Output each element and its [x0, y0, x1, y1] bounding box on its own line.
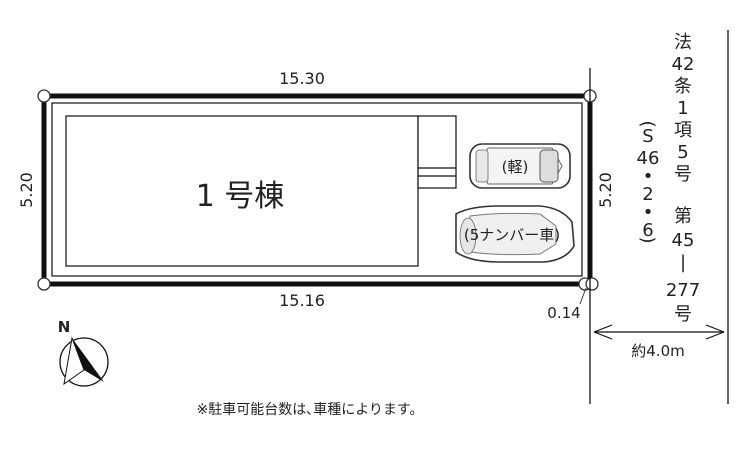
arrow-head-right: [705, 324, 725, 340]
dimension-bottom: 15.16: [279, 291, 325, 310]
road-date-char: (: [637, 120, 658, 127]
road-label-char: 項: [674, 120, 692, 141]
lot-inner-line: [51, 102, 583, 277]
road-label-char: 42: [672, 54, 695, 75]
corner-marker: [37, 89, 51, 103]
road-label-char: 277: [666, 280, 700, 301]
compass-needle-light: [63, 336, 85, 386]
road-classification-date: ( S 46 • 2 • 6 ): [637, 120, 660, 243]
car-large-label: (5ナンバー車): [464, 226, 560, 244]
north-label: N: [58, 318, 71, 336]
road-classification: 法 42 条 1 項 5 号 第 45 | 277 号: [666, 32, 700, 325]
car-small: [469, 143, 571, 189]
road-label-char: 1: [677, 98, 688, 119]
dimension-top: 15.30: [279, 69, 325, 88]
dimension-right: 5.20: [596, 172, 615, 208]
corner-marker: [585, 277, 599, 291]
road-date-char: •: [643, 202, 654, 223]
road-label-char: 法: [674, 32, 692, 53]
offset-leader: [579, 287, 587, 305]
car-large: [455, 205, 575, 263]
road-date-char: S: [642, 126, 653, 147]
road-label-char: 45: [672, 230, 695, 251]
footnote: ※駐車可能台数は､車種によります。: [196, 401, 423, 418]
road-label-char: 5: [677, 142, 688, 163]
road-date-char: ): [637, 236, 658, 243]
road-date-char: 6: [642, 220, 653, 241]
road-label-char: 号: [674, 164, 692, 185]
dimension-left: 5.20: [17, 172, 36, 208]
road-date-char: •: [643, 166, 654, 187]
building-label: 1 号棟: [196, 179, 285, 214]
arrow-head-left: [593, 324, 613, 340]
corner-offset: 0.14: [547, 304, 580, 322]
road-label-char: 条: [674, 76, 692, 97]
road-date-char: 46: [637, 148, 660, 169]
road-label-char: 第: [674, 206, 692, 227]
road-label-char: |: [680, 252, 686, 273]
building-footprint: [65, 115, 419, 267]
road-date-char: 2: [642, 184, 653, 205]
road-label-char: 号: [674, 304, 692, 325]
building-annex: [417, 115, 457, 189]
car-small-label: (軽): [502, 158, 529, 176]
compass-needle-dark: [72, 338, 104, 382]
corner-marker: [37, 277, 51, 291]
road-width-label: 約4.0m: [631, 342, 684, 360]
